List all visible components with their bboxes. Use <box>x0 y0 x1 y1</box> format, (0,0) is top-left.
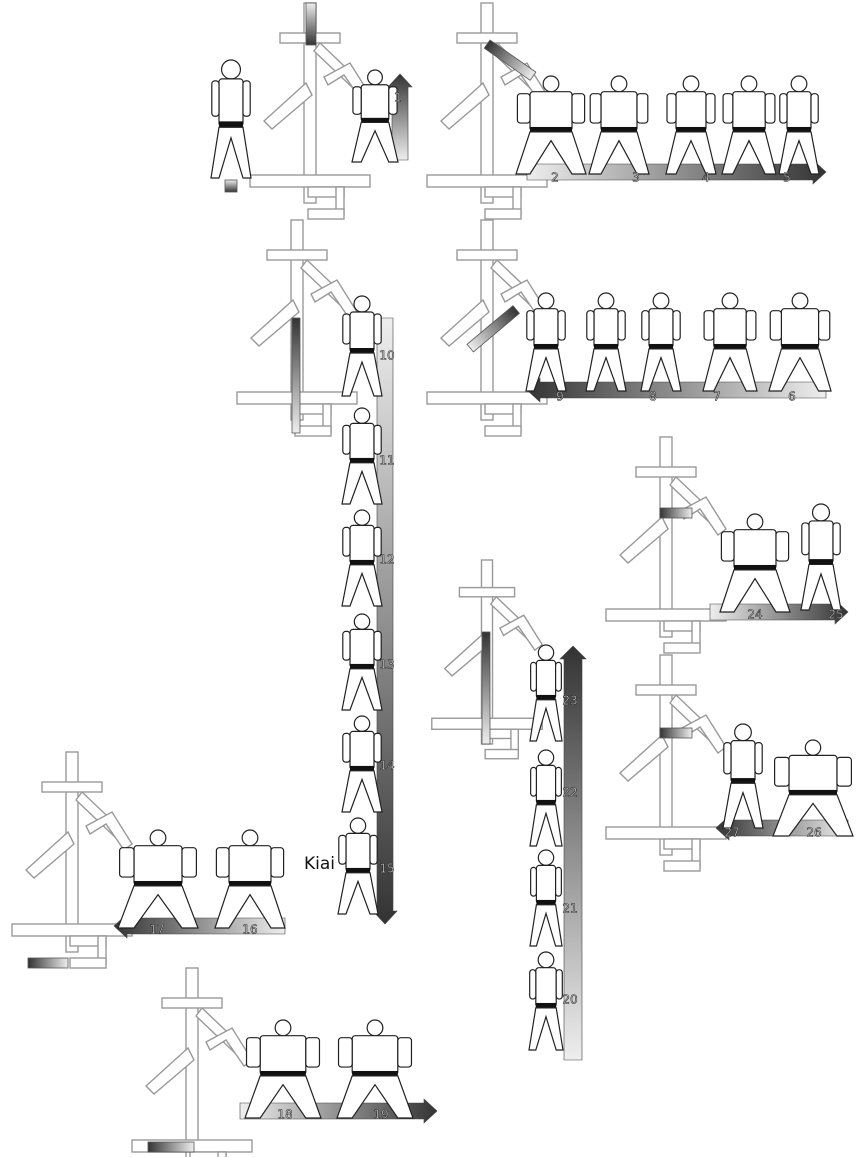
step-label-15: 15 <box>379 862 394 876</box>
step-label-14: 14 <box>379 759 394 773</box>
direction-marker-2 <box>225 180 237 192</box>
floor-pattern-5 <box>606 437 726 653</box>
kiai-label: Kiai <box>304 854 335 874</box>
step-label-26: 26 <box>806 826 821 840</box>
step-label-4: 4 <box>702 171 710 185</box>
floor-pattern-8 <box>12 752 132 968</box>
step-label-8: 8 <box>649 390 657 404</box>
karateka-figure-4 <box>589 76 649 174</box>
karateka-figure-7 <box>779 76 819 174</box>
karateka-figure-10 <box>641 293 681 391</box>
karateka-figure-18 <box>338 818 378 914</box>
step-label-2: 2 <box>551 171 559 185</box>
karateka-figure-15 <box>342 510 382 606</box>
step-label-3: 3 <box>632 171 640 185</box>
karateka-figure-22 <box>529 952 563 1050</box>
step-label-5: 5 <box>783 171 791 185</box>
karateka-figure-3 <box>516 76 586 174</box>
direction-marker-1 <box>306 3 316 45</box>
floor-pattern-9 <box>132 968 252 1157</box>
step-label-1: 1 <box>394 91 402 105</box>
step-label-11: 11 <box>379 454 394 468</box>
step-label-25: 25 <box>828 608 843 622</box>
step-label-12: 12 <box>379 553 394 567</box>
direction-marker-8 <box>660 728 692 738</box>
step-label-23: 23 <box>562 694 577 708</box>
karateka-figure-28 <box>215 830 285 928</box>
karateka-figure-19 <box>530 645 562 741</box>
karateka-figure-14 <box>342 408 382 504</box>
karateka-figure-1 <box>211 60 251 178</box>
step-label-6: 6 <box>788 390 796 404</box>
direction-marker-7 <box>660 508 692 518</box>
karateka-figure-17 <box>342 716 382 812</box>
direction-marker-4 <box>292 318 300 433</box>
direction-marker-6 <box>482 632 490 744</box>
karateka-figure-9 <box>703 293 757 391</box>
karateka-figure-16 <box>342 614 382 710</box>
step-label-20: 20 <box>562 993 577 1007</box>
karateka-figure-21 <box>530 850 562 946</box>
step-label-22: 22 <box>562 786 577 800</box>
direction-marker-9 <box>28 958 68 968</box>
step-label-17: 17 <box>149 923 164 937</box>
floor-pattern-7 <box>606 655 726 871</box>
karateka-figure-23 <box>720 514 790 612</box>
step-label-13: 13 <box>379 658 394 672</box>
karateka-figure-5 <box>666 76 716 174</box>
step-label-9: 9 <box>556 390 564 404</box>
step-label-16: 16 <box>242 923 257 937</box>
step-label-24: 24 <box>747 608 762 622</box>
movement-arrow-4 <box>373 318 397 924</box>
step-label-10: 10 <box>379 349 394 363</box>
karateka-figure-25 <box>723 724 763 828</box>
step-label-7: 7 <box>713 390 721 404</box>
step-label-27: 27 <box>724 826 739 840</box>
step-label-21: 21 <box>562 902 577 916</box>
karateka-figure-11 <box>586 293 626 391</box>
karateka-figure-24 <box>801 504 841 610</box>
karateka-figure-8 <box>769 293 831 391</box>
karateka-figure-6 <box>722 76 776 174</box>
step-label-18: 18 <box>277 1108 292 1122</box>
karateka-figure-20 <box>530 750 562 846</box>
direction-marker-10 <box>148 1142 194 1152</box>
step-label-19: 19 <box>373 1108 388 1122</box>
